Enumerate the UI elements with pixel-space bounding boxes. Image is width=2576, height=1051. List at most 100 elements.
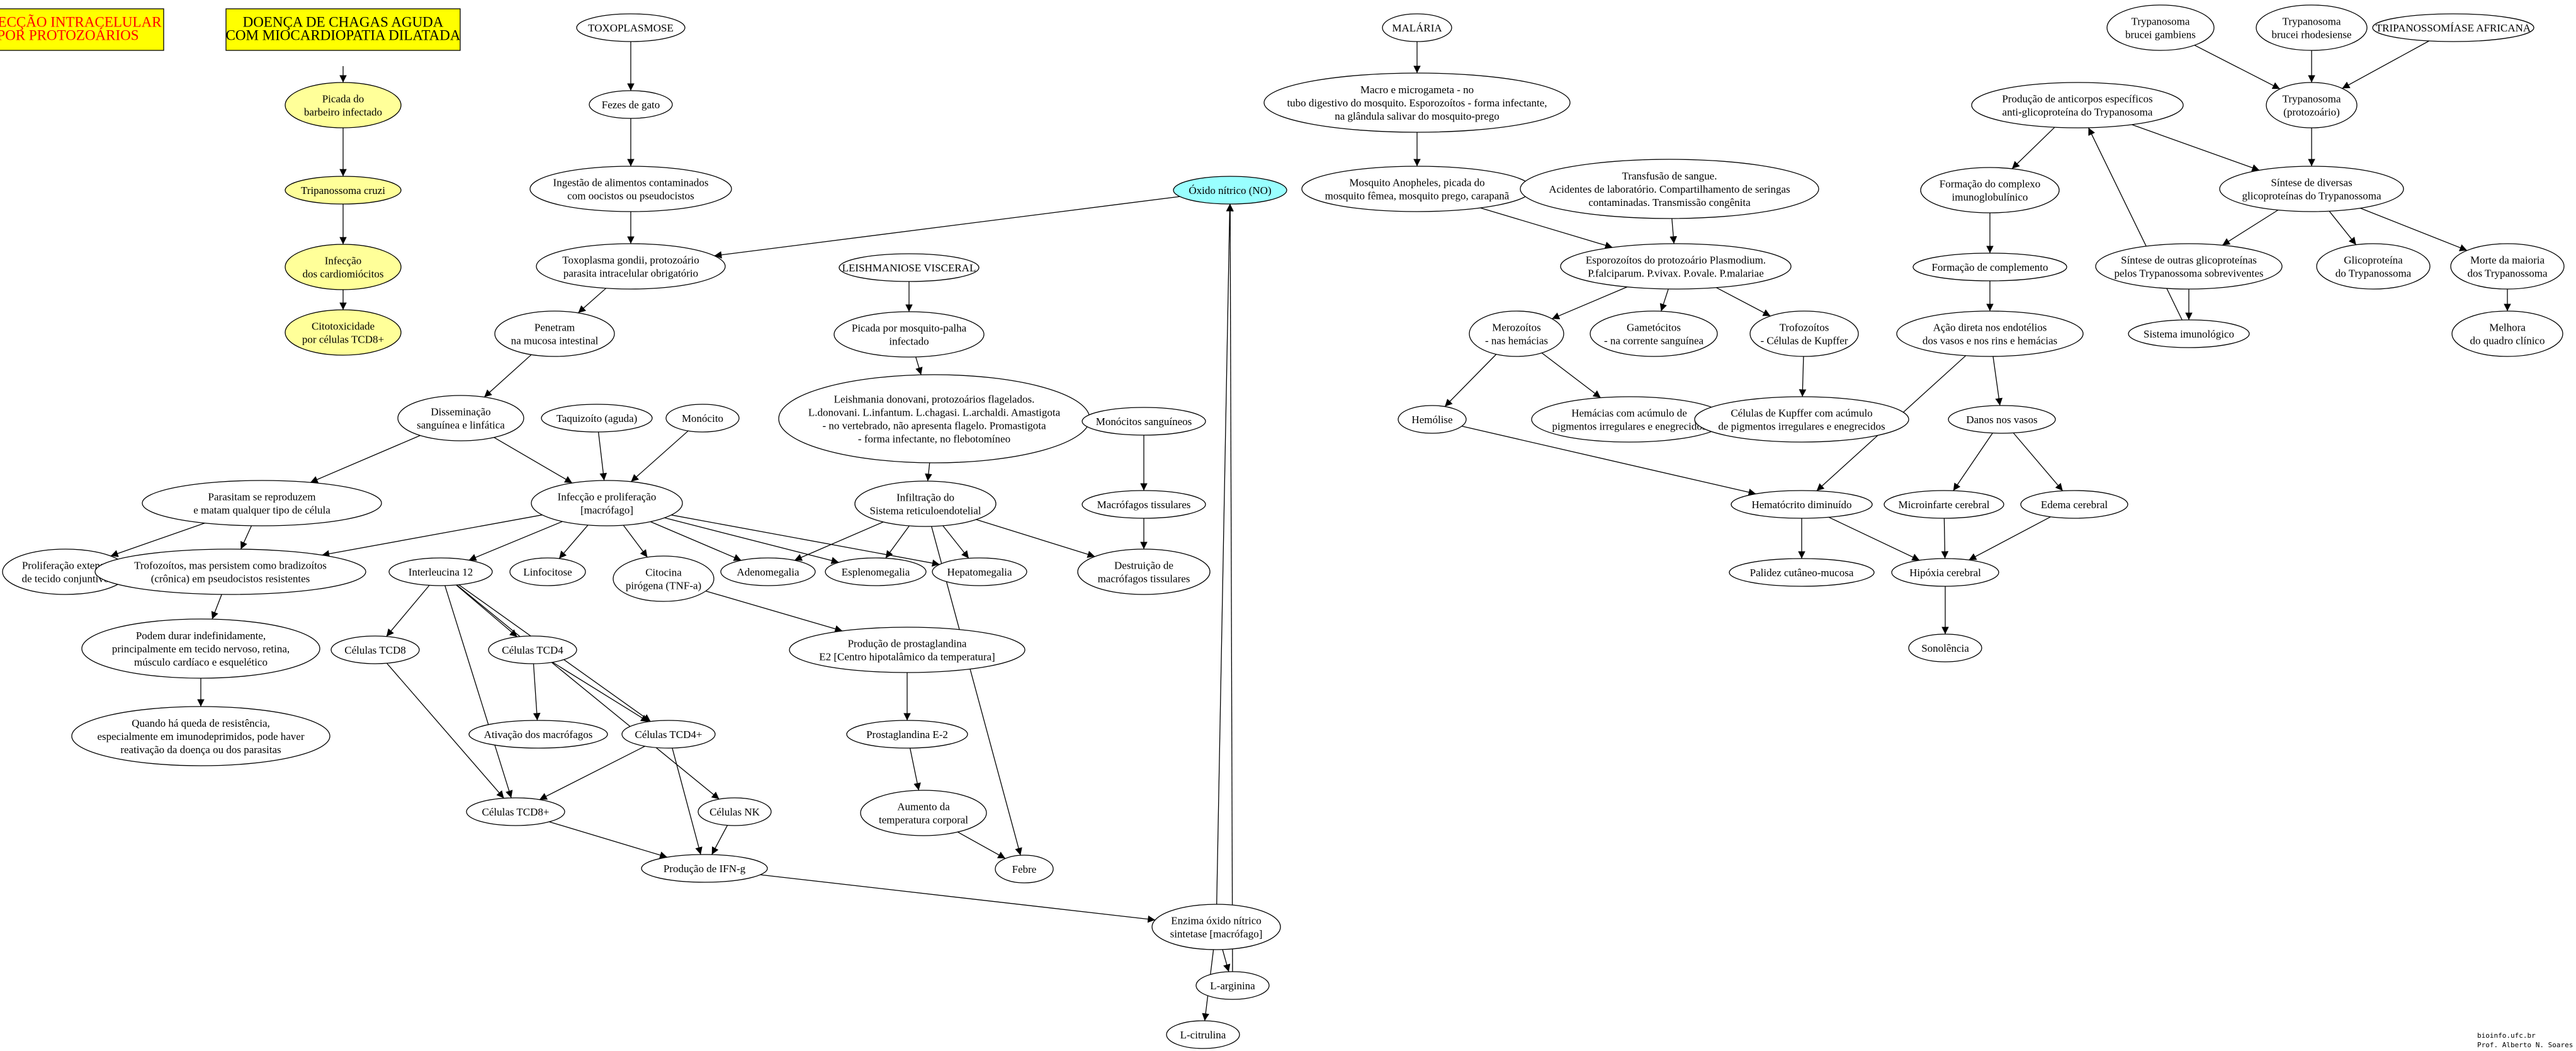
header-box-shape	[0, 8, 164, 51]
edge-infeccao_prolif-to-esplenomegalia	[664, 517, 839, 564]
node-infeccao_prolif: Infecção e proliferação[macrófago]	[531, 480, 683, 526]
edge-infiltracao-to-esplenomegalia	[885, 525, 910, 559]
node-esplenomegalia-line-1: Esplenomegalia	[842, 566, 910, 578]
node-cd4-line-1: Células TCD4	[502, 644, 563, 656]
node-febre-line-1: Febre	[1012, 863, 1037, 875]
node-prostaglandina-line-1: Produção de prostaglandina	[848, 638, 967, 650]
node-sonolencia-line-1: Sonolência	[1921, 642, 1969, 654]
header-box-chagas-line-2: COM MIOCARDIOPATIA DILATADA	[226, 28, 461, 43]
edge-esporozoitos-to-trofozoitos_k	[1715, 287, 1771, 317]
node-ativacao: Ativação dos macrófagos	[468, 720, 608, 749]
node-quando: Quando há queda de resistência,especialm…	[71, 706, 330, 766]
node-macro-line-3: na glândula salivar do mosquito-prego	[1335, 110, 1500, 122]
node-shape	[1884, 490, 2004, 519]
node-aumento-line-2: temperatura corporal	[879, 814, 968, 826]
node-danos-line-1: Danos nos vasos	[1966, 414, 2037, 426]
edge-enzima-to-arginina	[1222, 949, 1231, 972]
edge-danos-to-edema	[2013, 433, 2064, 491]
node-gondii-line-2: parasita intracelular obrigatório	[563, 268, 698, 280]
node-leishmania-line-3: - no vertebrado, não apresenta flagelo. …	[823, 420, 1046, 432]
header-box-chagas-line-1: DOENÇA DE CHAGAS AGUDA	[243, 14, 444, 30]
node-leish-line-1: LEISHMANIOSE VISCERAL	[842, 262, 976, 274]
edge-sintese_diversas-to-morte	[2359, 207, 2468, 251]
node-palidez-line-1: Palidez cutâneo-mucosa	[1750, 567, 1854, 579]
edge-infeccao_prolif-to-hepatomegalia	[671, 514, 940, 567]
node-hemolise-line-1: Hemólise	[1411, 414, 1452, 426]
node-infeccao_prolif-line-1: Infecção e proliferação	[558, 491, 657, 503]
node-merozoitos: Merozoítos- nas hemácias	[1469, 310, 1564, 357]
node-trypanosoma-line-1: Trypanosoma	[2283, 93, 2341, 105]
node-citocina-line-2: pirógena (TNF-a)	[626, 580, 701, 592]
node-monocitos_sang-line-1: Monócitos sanguíneos	[1096, 416, 1192, 428]
node-gametocitos-line-2: - na corrente sanguínea	[1604, 335, 1704, 347]
node-infeccao_prolif-line-2: [macrófago]	[580, 504, 633, 516]
node-arginina-line-1: L-arginina	[1210, 980, 1255, 992]
node-acao-line-1: Ação direta nos endotélios	[1933, 322, 2047, 334]
node-oxido: Óxido nítrico (NO)	[1173, 176, 1287, 205]
edge-merozoitos-to-hemolise	[1444, 354, 1497, 407]
node-edema: Edema cerebral	[2020, 490, 2128, 519]
edge-enzima-to-oxido	[1216, 203, 1234, 905]
edge-disseminacao-to-parasitam	[310, 435, 421, 483]
node-hepatomegalia-line-1: Hepatomegalia	[947, 566, 1012, 578]
edge-edema-to-hipoxia	[1969, 516, 2051, 560]
node-sintese_outras-line-2: pelos Trypanossoma sobreviventes	[2114, 268, 2263, 280]
node-monocito: Monócito	[665, 404, 740, 433]
header-box-infeccao-line-2: POR PROTOZOÁRIOS	[0, 28, 139, 43]
node-leishmania-line-4: - forma infectante, no flebotomíneo	[858, 433, 1010, 445]
node-pge2-line-1: Prostaglandina E-2	[866, 729, 948, 741]
node-shape	[1398, 405, 1467, 434]
node-shape	[142, 480, 382, 526]
edge-sistema_imuno-to-producao_anti	[2087, 127, 2183, 321]
node-taquizoito-line-1: Taquizoíto (aguda)	[556, 412, 638, 424]
node-shape	[330, 635, 420, 664]
node-shape	[1263, 72, 1571, 133]
node-tripano_africana: TRIPANOSSOMÍASE AFRICANA	[2372, 13, 2534, 42]
node-infiltracao-line-2: Sistema reticuloendotelial	[869, 505, 981, 517]
node-tripano_africana-line-1: TRIPANOSSOMÍASE AFRICANA	[2376, 22, 2531, 34]
edge-infeccao_prolif-to-linfocitose	[558, 525, 589, 559]
node-pge2: Prostaglandina E-2	[846, 720, 968, 749]
node-podem-line-3: músculo cardíaco e esquelético	[134, 656, 268, 668]
node-nk: Células NK	[698, 797, 772, 826]
node-shape	[2106, 4, 2215, 51]
node-sonolencia: Sonolência	[1908, 633, 1982, 662]
edge-esporozoitos-to-gametocitos	[1659, 288, 1669, 312]
node-shape	[1077, 548, 1211, 595]
node-shape	[285, 176, 402, 205]
edge-infeccao_prolif-to-trofozoitos	[322, 514, 543, 558]
node-leishmania-line-1: Leishmania donovani, protozoários flagel…	[834, 394, 1035, 406]
edge-picada_palha-to-leishmania	[915, 356, 923, 375]
edge-infiltracao-to-destruicao	[976, 519, 1095, 558]
node-destruicao-line-1: Destruição de	[1114, 560, 1173, 572]
node-cd8plus: Células TCD8+	[466, 797, 565, 826]
node-trypanosoma: Trypanosoma(protozoário)	[2266, 82, 2358, 128]
node-acao-line-2: dos vasos e nos rins e hemácias	[1923, 335, 2057, 347]
node-trofozoitos_k-line-1: Trofozoítos	[1780, 322, 1829, 334]
node-shape	[778, 374, 1090, 463]
node-citotox: Citotoxicidade por células TCD8+	[285, 309, 402, 356]
node-shape	[1920, 167, 2060, 213]
node-shape	[2256, 4, 2368, 51]
edge-trofozoitos-to-podem	[211, 594, 222, 620]
node-shape	[509, 557, 586, 586]
node-macrofagos_tiss: Macrófagos tissulares	[1082, 490, 1206, 519]
node-cardiomiocitos-line-2: dos cardiomiócitos	[303, 268, 384, 280]
node-nk-line-1: Células NK	[709, 806, 760, 818]
edge-sintese_diversas-to-sintese_outras	[2222, 209, 2279, 246]
node-podem-line-2: principalmente em tecido nervoso, retina…	[112, 643, 290, 655]
edge-danos-to-microinfarte	[1953, 433, 1993, 491]
edge-acao-to-danos	[1992, 356, 2003, 406]
node-citotox-line-2: por células TCD8+	[302, 334, 384, 346]
edge-aumento-to-febre	[957, 831, 1006, 859]
node-citotox-line-1: Citotoxicidade	[312, 321, 375, 332]
node-shape	[641, 854, 768, 883]
